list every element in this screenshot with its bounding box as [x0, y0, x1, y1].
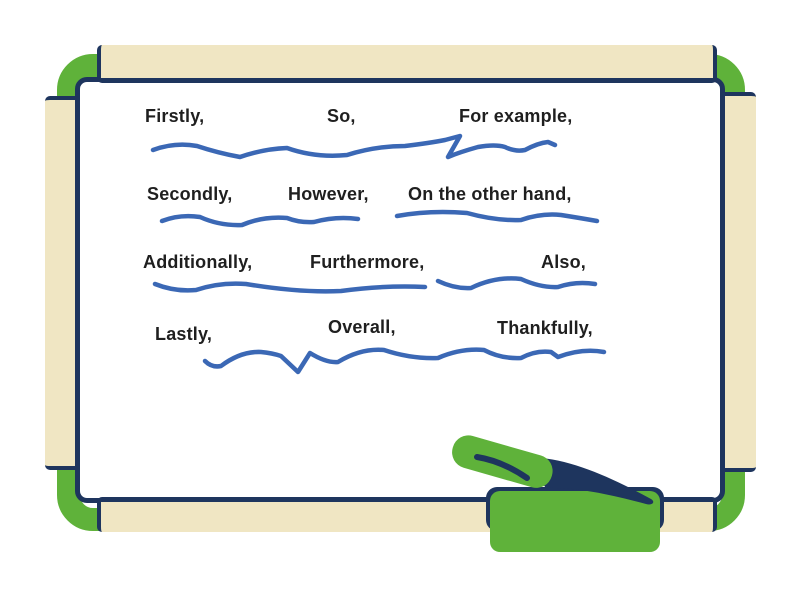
- transition-word: For example,: [459, 106, 573, 126]
- frame-bar-bottom: [97, 497, 717, 532]
- frame-bar-right: [720, 92, 756, 472]
- transition-word: Lastly,: [155, 324, 213, 344]
- transition-word: On the other hand,: [408, 184, 572, 204]
- transition-word: Secondly,: [147, 184, 233, 204]
- whiteboard-surface: [75, 77, 725, 503]
- transition-word: Furthermore,: [310, 252, 425, 272]
- transition-word: Additionally,: [143, 252, 253, 272]
- transition-word: Firstly,: [145, 106, 205, 126]
- transition-word: So,: [327, 106, 356, 126]
- transition-word: Thankfully,: [497, 318, 593, 338]
- transition-word: Overall,: [328, 317, 396, 337]
- frame-bar-left: [45, 96, 80, 470]
- frame-bar-top: [97, 45, 717, 83]
- transition-word: Also,: [541, 252, 587, 272]
- transition-word: However,: [288, 184, 369, 204]
